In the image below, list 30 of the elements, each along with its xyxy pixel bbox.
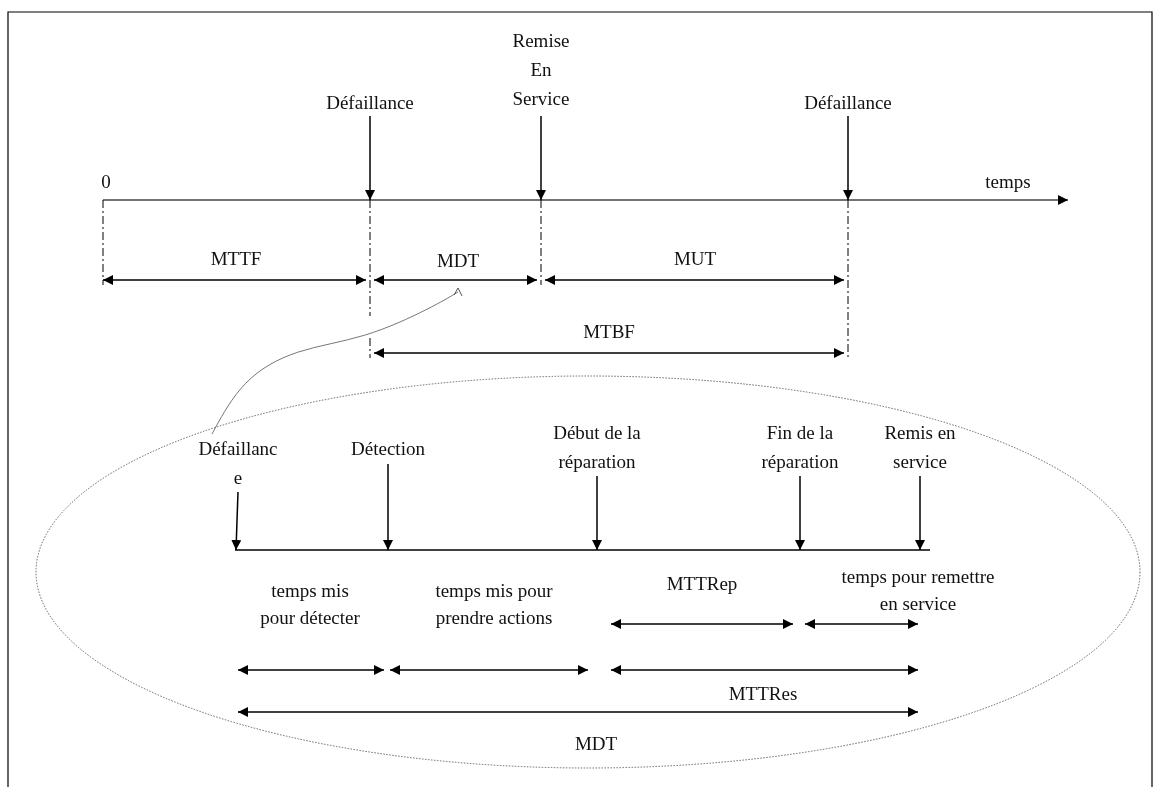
event-label: Défaillance bbox=[788, 88, 908, 116]
detail-ellipse bbox=[35, 375, 1141, 769]
duration-label: temps mis pour prendre actions bbox=[434, 579, 554, 630]
axis-label: 0 bbox=[100, 170, 112, 194]
duration-label: temps pour remettre en service bbox=[840, 565, 996, 616]
event-label: Détection bbox=[333, 434, 443, 464]
arrow bbox=[383, 463, 393, 551]
dimension-label: MTBF bbox=[582, 320, 636, 344]
arrow bbox=[231, 491, 242, 551]
event-label: Défaillance bbox=[310, 88, 430, 116]
event-label: Défaillanc e bbox=[192, 434, 284, 492]
arrow bbox=[365, 115, 375, 201]
duration-label: temps mis pour détecter bbox=[259, 579, 361, 630]
event-label: Fin de la réparation bbox=[742, 418, 858, 476]
dimension-label: MDT bbox=[573, 732, 619, 756]
arrow bbox=[536, 115, 546, 201]
dimension-label: MUT bbox=[672, 247, 718, 271]
arrow bbox=[915, 475, 925, 551]
event-label: Début de la réparation bbox=[527, 418, 667, 476]
event-label: MDT bbox=[428, 246, 488, 292]
dimension-label: MTTRes bbox=[727, 682, 799, 706]
connector-curve bbox=[211, 287, 463, 435]
arrow bbox=[843, 115, 853, 201]
arrow bbox=[592, 475, 602, 551]
dimension-label: MTTRep bbox=[665, 572, 739, 596]
event-label: Remis en service bbox=[865, 418, 975, 476]
event-label: Remise En Service bbox=[503, 26, 579, 116]
axis-label: temps bbox=[984, 170, 1032, 194]
dimension-label: MTTF bbox=[209, 247, 263, 271]
arrow bbox=[795, 475, 805, 551]
